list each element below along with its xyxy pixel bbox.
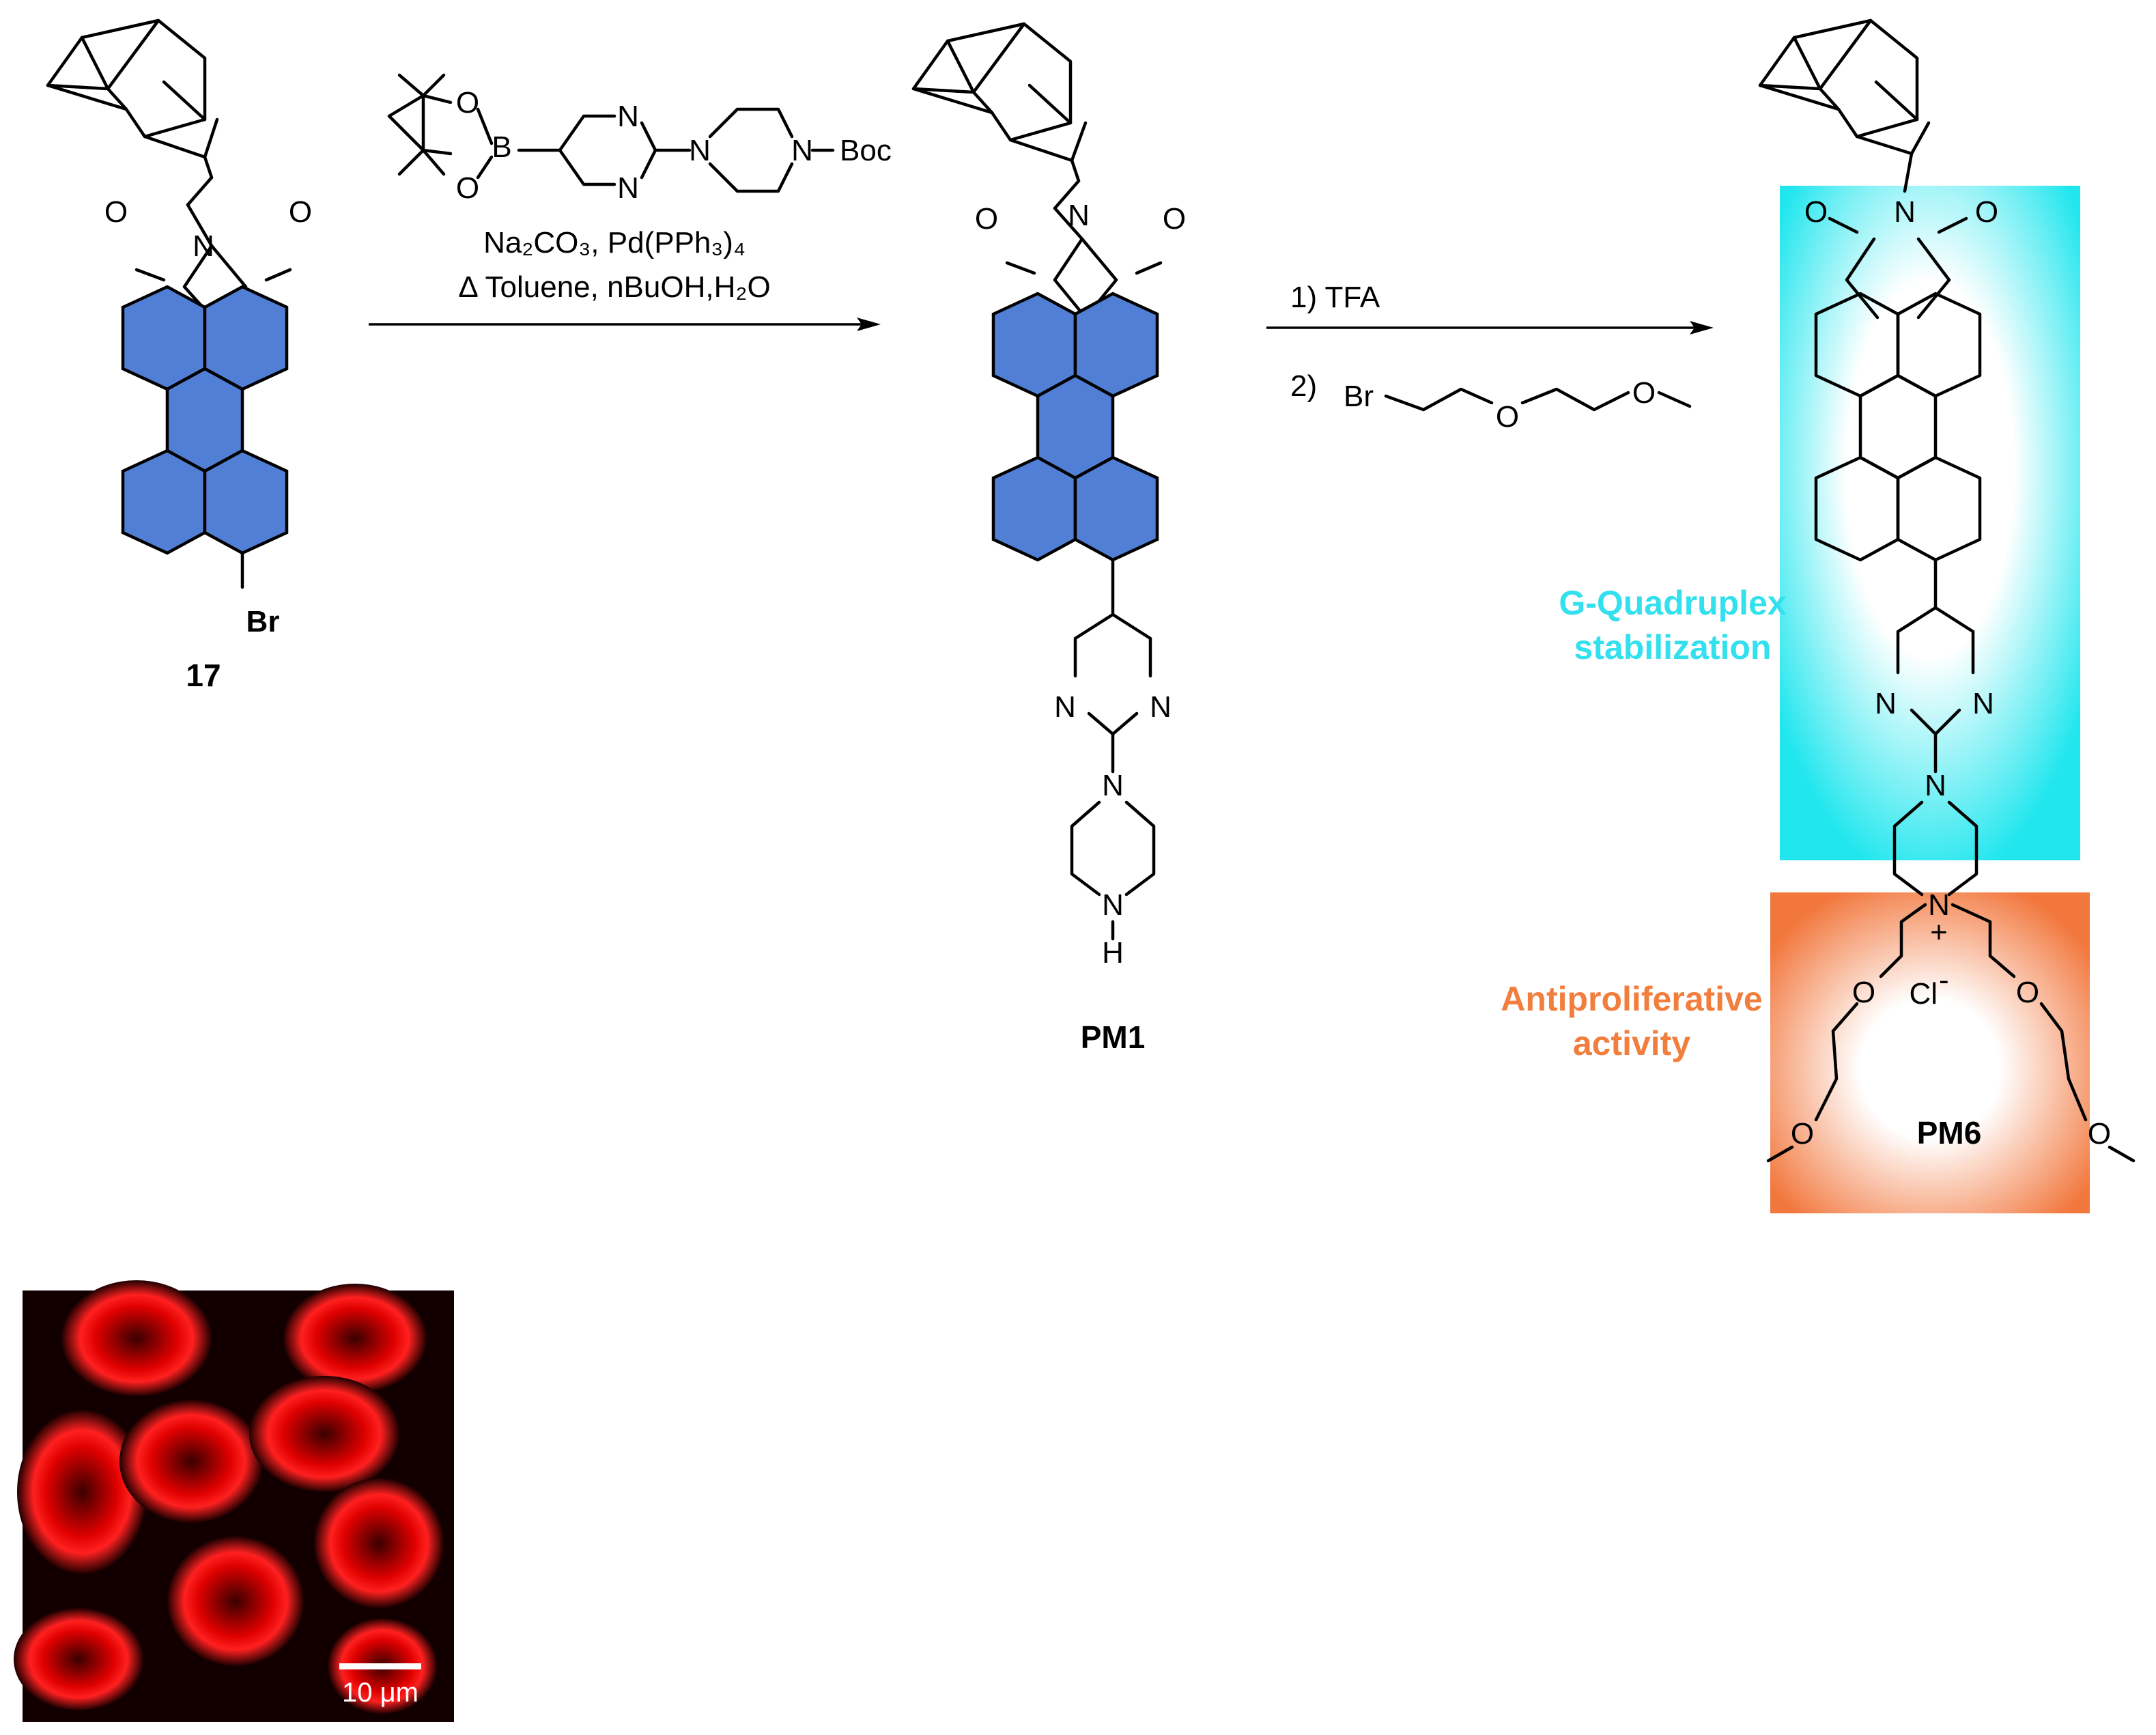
atom-N: N [617, 100, 639, 133]
boc-label: Boc [840, 134, 892, 167]
cell [119, 1400, 263, 1523]
charge-plus: + [1930, 916, 1948, 949]
atom-N: N [689, 134, 711, 167]
compound-label-pm6: PM6 [1917, 1115, 1982, 1151]
cell [14, 1608, 143, 1710]
compound-label-17: 17 [186, 658, 221, 693]
perylene-core-pm6 [1814, 292, 1982, 897]
atom-Br: Br [1344, 380, 1374, 413]
imide-pm6 [1828, 216, 1968, 320]
compound-pm1: N O O N N N N H PM1 [911, 22, 1186, 1055]
g-quadruplex-highlight [1780, 186, 2080, 860]
atom-N: N [1054, 690, 1076, 724]
cell [249, 1376, 399, 1492]
atom-N: N [791, 134, 813, 167]
reagent-line-1: Na₂CO₃, Pd(PPh₃)₄ [483, 226, 746, 259]
perylene-core-pm1 [991, 292, 1159, 562]
atom-O: O [1632, 376, 1656, 410]
cell [314, 1478, 444, 1608]
pyrimidine-piperazine-pm1 [1070, 558, 1156, 941]
counterion-cl: Cl [1909, 977, 1938, 1011]
atom-O: O [289, 195, 312, 229]
compound-pm6: N O O N N N N + Cl - O O O O PM6 [1758, 18, 2136, 1213]
adamantane-pm6 [1758, 18, 1931, 193]
atom-N: N [1102, 769, 1124, 802]
compound-label-pm1: PM1 [1081, 1019, 1146, 1055]
atom-N: N [193, 229, 214, 263]
atom-O: O [456, 171, 479, 205]
perylene-core-17 [121, 285, 289, 589]
atom-O: O [1975, 195, 1998, 229]
atom-O: O [456, 86, 479, 119]
antiproliferative-label-line2: activity [1573, 1024, 1691, 1062]
atom-O: O [1496, 400, 1519, 434]
atom-O: O [1163, 202, 1186, 236]
reagent-step-tfa: 1) TFA [1290, 281, 1380, 314]
cell [167, 1536, 304, 1666]
cell [17, 1410, 147, 1574]
adamantane-pm1 [911, 22, 1088, 210]
atom-O: O [1852, 976, 1875, 1009]
atom-O: O [975, 202, 998, 236]
counterion-charge: - [1939, 963, 1949, 997]
arrow-step2 [1266, 321, 1714, 335]
atom-N: N [1150, 690, 1172, 724]
gq-label-line2: stabilization [1574, 628, 1772, 666]
atom-H: H [1102, 936, 1124, 970]
gq-label-line1: G-Quadruplex [1559, 584, 1787, 622]
reagents-step2: 1) TFA 2) Br O O [1266, 281, 1714, 434]
antiproliferative-highlight [1770, 892, 2090, 1213]
reagents-step1: B O O N N N N Boc Na₂CO₃, Pd(PPh₃)₄ Δ To… [369, 73, 892, 331]
atom-N: N [617, 171, 639, 205]
atom-N: N [1928, 888, 1950, 922]
cell [283, 1284, 427, 1393]
compound-17: N O O Br 17 [46, 18, 312, 693]
atom-B: B [492, 130, 511, 164]
arrow-step1 [369, 318, 881, 331]
atom-N: N [1875, 687, 1897, 720]
atom-N: N [1102, 888, 1124, 922]
atom-N: N [1925, 769, 1946, 802]
atom-O: O [1804, 195, 1828, 229]
scale-bar-label: 10 μm [342, 1678, 419, 1708]
atom-N: N [1894, 195, 1916, 229]
reagent-line-2: Δ Toluene, nBuOH,H₂O [458, 270, 770, 304]
adamantane-17 [46, 18, 219, 207]
annotations: G-Quadruplex stabilization Antiprolifera… [1501, 584, 1787, 1062]
bromo-ether-chain [1384, 387, 1692, 412]
atom-O: O [2016, 976, 2039, 1009]
piperazine-boc-reagent [708, 107, 835, 193]
scale-bar [339, 1663, 421, 1669]
antiproliferative-label-line1: Antiproliferative [1501, 980, 1762, 1018]
pyrimidine-ring-reagent [558, 114, 692, 186]
atom-Br: Br [246, 605, 280, 638]
reagent-step-2-index: 2) [1290, 369, 1317, 403]
pinacol-boronate [387, 73, 562, 180]
atom-N: N [1972, 687, 1994, 720]
cell [61, 1280, 212, 1396]
atom-O: O [1791, 1117, 1814, 1151]
fluorescence-micrograph: 10 μm [14, 1280, 454, 1722]
atom-O: O [104, 195, 128, 229]
ether-chains-pm6 [1766, 903, 2136, 1163]
atom-N: N [1068, 199, 1090, 232]
atom-O: O [2088, 1117, 2111, 1151]
